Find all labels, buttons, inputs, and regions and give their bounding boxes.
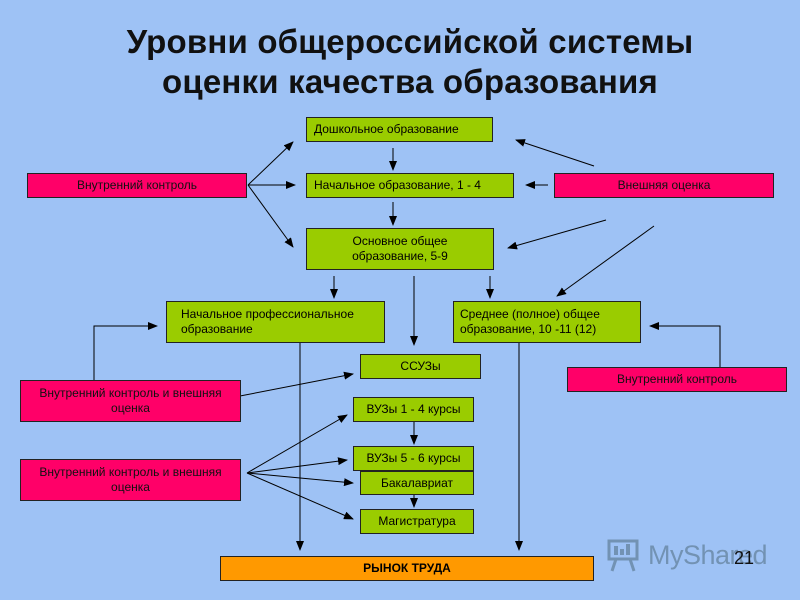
- arrow-ie2-to-bachelor: [246, 472, 354, 487]
- box-bachelor: Бакалавриат: [360, 471, 474, 495]
- box-basic: Основное общее образование, 5-9: [306, 228, 494, 270]
- arrow-loop-to-secondary: [649, 322, 721, 368]
- slide-title: Уровни общероссийской системы оценки кач…: [60, 22, 760, 102]
- box-internal-external-1: Внутренний контроль и внешняя оценка: [20, 380, 241, 422]
- box-ssuz: ССУЗы: [360, 354, 481, 379]
- box-master: Магистратура: [360, 509, 474, 534]
- box-vuz-5-6: ВУЗы 5 - 6 курсы: [353, 446, 474, 471]
- myshared-logo: MyShared: [606, 538, 768, 572]
- arrow-ie2-to-vuz14: [246, 414, 348, 474]
- box-vuz-1-4: ВУЗы 1 - 4 курсы: [353, 397, 474, 422]
- box-internal-control-right: Внутренний контроль: [567, 367, 787, 392]
- arrow-loop-to-vocational: [93, 322, 158, 382]
- arrow-ie1-to-ssuz: [239, 371, 354, 397]
- title-line-2: оценки качества образования: [162, 63, 658, 100]
- arrow-internal-to-preschool: [247, 141, 294, 186]
- page-number: 21: [734, 548, 755, 568]
- box-internal-external-2: Внутренний контроль и внешняя оценка: [20, 459, 241, 501]
- presentation-board-icon: [607, 539, 639, 572]
- box-labor-market: РЫНОК ТРУДА: [220, 556, 594, 581]
- arrow-internal-to-basic: [247, 184, 294, 248]
- box-secondary: Среднее (полное) общее образование, 10 -…: [453, 301, 641, 343]
- arrow-external-to-basic: [507, 219, 607, 250]
- arrow-external-to-preschool: [515, 139, 595, 167]
- box-preschool: Дошкольное образование: [306, 117, 493, 142]
- box-vocational: Начальное профессиональное образование: [166, 301, 385, 343]
- box-internal-control-left: Внутренний контроль: [27, 173, 247, 198]
- box-external-assessment: Внешняя оценка: [554, 173, 774, 198]
- box-primary: Начальное образование, 1 - 4: [306, 173, 514, 198]
- arrow-ie2-to-master: [246, 472, 354, 520]
- arrow-ie2-to-vuz56: [246, 457, 348, 474]
- logo-text: MyShared: [648, 540, 768, 570]
- title-line-1: Уровни общероссийской системы: [126, 23, 694, 60]
- arrow-external-to-secondary: [556, 225, 655, 297]
